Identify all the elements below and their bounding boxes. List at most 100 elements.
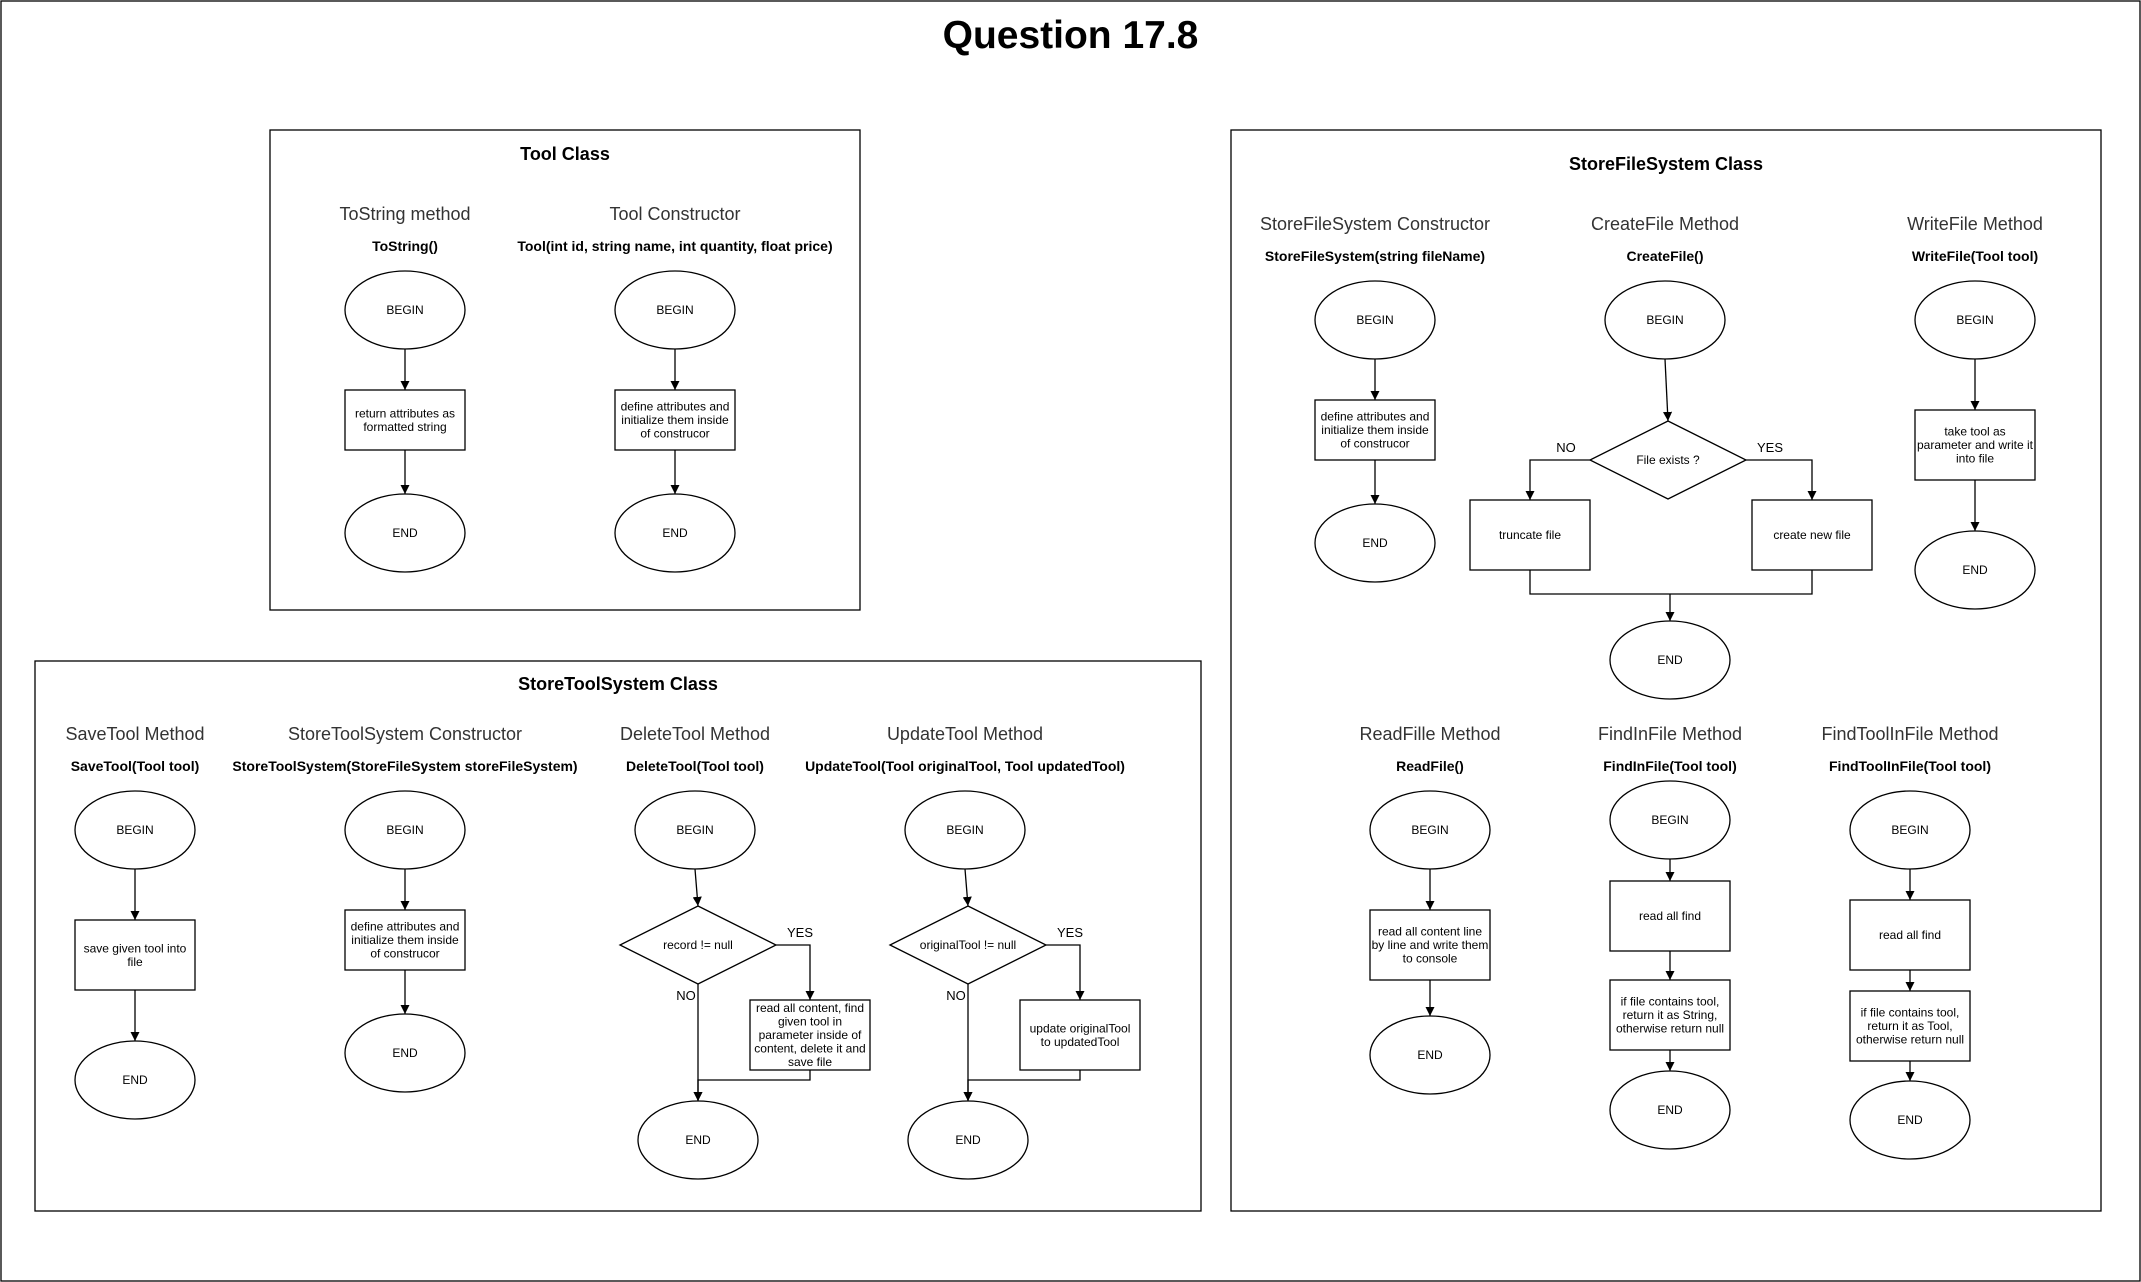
- method-signature: StoreFileSystem(string fileName): [1265, 248, 1485, 264]
- merge-line: [1529, 570, 1813, 595]
- flow-node-end-ellipse: END: [637, 1100, 759, 1180]
- flow-node-end-ellipse: END: [1314, 503, 1436, 583]
- node-label: BEGIN: [676, 823, 713, 837]
- flow-node-cond-diamond: record != null: [618, 905, 778, 985]
- panel-title: StoreFileSystem Class: [1569, 154, 1763, 174]
- node-label: END: [392, 526, 418, 540]
- flow-node-begin-ellipse: BEGIN: [344, 790, 466, 870]
- flow-node-begin-ellipse: BEGIN: [1369, 790, 1491, 870]
- node-label: BEGIN: [116, 823, 153, 837]
- node-label: File exists ?: [1636, 453, 1700, 467]
- method-title: ToString method: [339, 204, 470, 224]
- node-label: END: [662, 526, 688, 540]
- arrow-cond-to-truncate: [1525, 459, 1590, 500]
- node-label: BEGIN: [1646, 313, 1683, 327]
- node-label: BEGIN: [1356, 313, 1393, 327]
- arrow-step1-to-end: [963, 1070, 1081, 1101]
- node-label: read all find: [1639, 909, 1701, 923]
- method-title: Tool Constructor: [609, 204, 740, 224]
- node-label: BEGIN: [1956, 313, 1993, 327]
- method-signature: StoreToolSystem(StoreFileSystem storeFil…: [232, 758, 577, 774]
- panel-border: [269, 129, 861, 611]
- method-signature: SaveTool(Tool tool): [71, 758, 200, 774]
- flow-node-begin-ellipse: BEGIN: [344, 270, 466, 350]
- node-label: if file contains tool,return it as Tool,…: [1856, 1006, 1964, 1047]
- flow-node-end-ellipse: END: [1609, 620, 1731, 700]
- method-signature: UpdateTool(Tool originalTool, Tool updat…: [805, 758, 1125, 774]
- node-label: BEGIN: [656, 303, 693, 317]
- node-label: END: [955, 1133, 981, 1147]
- flow-node-end-ellipse: END: [1609, 1070, 1731, 1150]
- node-label: END: [1897, 1113, 1923, 1127]
- flow-node-step1-rect: read all find: [1849, 899, 1971, 971]
- method-title: CreateFile Method: [1591, 214, 1739, 234]
- method-title: FindToolInFile Method: [1821, 724, 1998, 744]
- method-signature: FindToolInFile(Tool tool): [1829, 758, 1991, 774]
- method-signature: FindInFile(Tool tool): [1603, 758, 1736, 774]
- node-label: read all find: [1879, 928, 1941, 942]
- node-label: END: [122, 1073, 148, 1087]
- flow-node-begin-ellipse: BEGIN: [1914, 280, 2036, 360]
- node-label: originalTool != null: [920, 938, 1016, 952]
- flow-node-end-ellipse: END: [1369, 1015, 1491, 1095]
- flow-node-cond-diamond: originalTool != null: [888, 905, 1048, 985]
- method-signature: WriteFile(Tool tool): [1912, 248, 2038, 264]
- flow-node-end-ellipse: END: [344, 1013, 466, 1093]
- method-signature: ToString(): [372, 238, 438, 254]
- flow-node-step2-rect: if file contains tool,return it as Strin…: [1609, 979, 1731, 1051]
- panel-border: [1230, 129, 2102, 1212]
- node-label: END: [1657, 653, 1683, 667]
- arrow-step1-to-end: [693, 1070, 811, 1101]
- arrow-begin-to-cond: [692, 868, 702, 907]
- node-label: END: [1417, 1048, 1443, 1062]
- arrow-cond-to-step1: [776, 944, 815, 1000]
- flow-node-step2-rect: if file contains tool,return it as Tool,…: [1849, 990, 1971, 1062]
- panel-title: StoreToolSystem Class: [518, 674, 718, 694]
- method-signature: CreateFile(): [1626, 248, 1703, 264]
- flow-node-cond-diamond: File exists ?: [1588, 420, 1748, 500]
- flow-node-begin-ellipse: BEGIN: [74, 790, 196, 870]
- arrow-begin-to-cond: [1663, 358, 1673, 422]
- arrow-begin-to-cond: [962, 868, 972, 907]
- flow-node-begin-ellipse: BEGIN: [1314, 280, 1436, 360]
- edge-label-yes: YES: [787, 925, 813, 940]
- panel-title: Tool Class: [520, 144, 610, 164]
- node-label: END: [1962, 563, 1988, 577]
- flow-node-end-ellipse: END: [907, 1100, 1029, 1180]
- flow-node-create-rect: create new file: [1751, 499, 1873, 571]
- method-signature: Tool(int id, string name, int quantity, …: [517, 238, 832, 254]
- node-label: END: [1657, 1103, 1683, 1117]
- node-label: BEGIN: [1891, 823, 1928, 837]
- flow-node-step1-rect: read all find: [1609, 880, 1731, 952]
- edge-label-no: NO: [946, 988, 966, 1003]
- method-title: StoreToolSystem Constructor: [288, 724, 522, 744]
- node-label: BEGIN: [946, 823, 983, 837]
- node-label: BEGIN: [1411, 823, 1448, 837]
- arrow-cond-to-create: [1746, 459, 1817, 500]
- arrow-cond-to-step1: [1046, 944, 1085, 1000]
- edge-label-no: NO: [676, 988, 696, 1003]
